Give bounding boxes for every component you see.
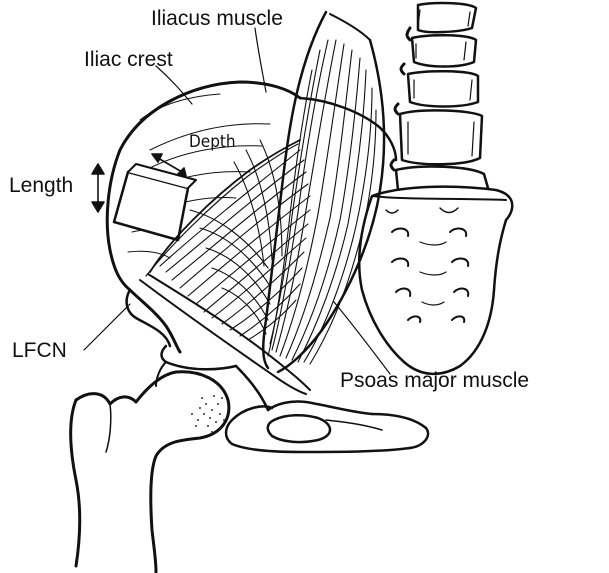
lfcn-nerve xyxy=(149,139,301,273)
pubic-bone xyxy=(224,400,430,454)
psoas-muscle xyxy=(262,10,386,374)
sacrum xyxy=(357,185,514,376)
pointer-lines xyxy=(83,27,391,375)
label-length: Length xyxy=(9,174,74,197)
label-depth: Depth xyxy=(189,132,236,152)
label-iliacus-muscle: Iliacus muscle xyxy=(151,7,283,30)
spine-shading xyxy=(407,9,475,157)
inguinal-ligament xyxy=(139,273,311,395)
lumbar-spine xyxy=(389,1,490,196)
graft-window xyxy=(112,163,197,242)
trochanter-stipple xyxy=(191,395,225,433)
dimension-arrows xyxy=(91,153,187,213)
label-iliac-crest: Iliac crest xyxy=(84,48,173,71)
label-psoas-major: Psoas major muscle xyxy=(340,369,530,392)
label-lfcn: LFCN xyxy=(12,339,67,362)
femur xyxy=(69,361,231,573)
